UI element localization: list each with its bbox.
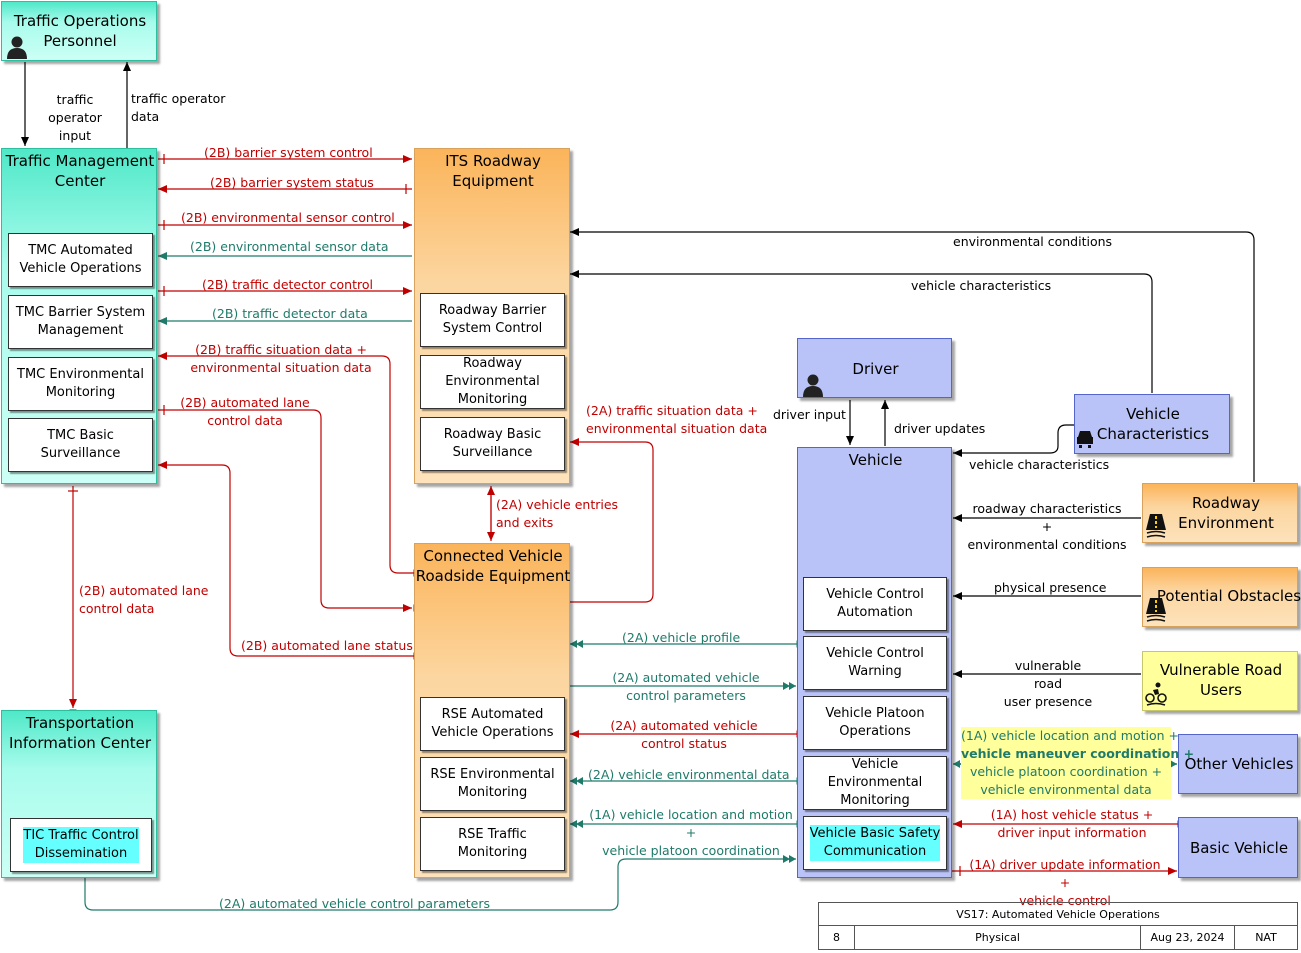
node-title: Transportation Information Center [8,714,152,752]
inner-label: TIC Traffic Control Dissemination [23,827,139,863]
vehicle[interactable]: Vehicle Vehicle Control Automation Vehic… [797,447,952,878]
footer-org: NAT [1234,925,1298,950]
footer-page: 8 [818,925,855,950]
node-title: Traffic Operations Personnel [13,12,147,50]
flow-label: (1A) vehicle location and motion + vehic… [589,807,793,858]
tmc-barrier-system-management[interactable]: TMC Barrier System Management [8,295,153,349]
vehicle-characteristics[interactable]: Vehicle Characteristics [1074,394,1230,454]
flow-label-line: vehicle environmental data [980,782,1152,797]
flow-label: (2A) automated vehicle control parameter… [219,896,490,911]
roadway-environment[interactable]: Roadway Environment [1142,483,1298,543]
flow-label: (2B) environmental sensor control [181,210,395,225]
footer-title: VS17: Automated Vehicle Operations [818,902,1298,926]
flow-label: (1A) driver update information + vehicle… [969,857,1161,908]
flow-label: (2B) traffic detector control [202,277,373,292]
flow-label: (2A) automated vehicle control parameter… [612,670,760,703]
flow-label: (2B) environmental sensor data [190,239,389,254]
flow-label-line: vehicle platoon coordination + [969,764,1163,779]
flow-label: (2B) automated lane control data [180,395,310,428]
flow-label: vulnerable road user presence [1003,658,1093,709]
flow-label: physical presence [994,580,1107,595]
rse-environmental-monitoring[interactable]: RSE Environmental Monitoring [420,757,565,811]
connected-vehicle-roadside-equipment[interactable]: Connected Vehicle Roadside Equipment RSE… [414,543,570,878]
node-title: Traffic Management Center [5,152,155,190]
node-title: Vulnerable Road Users [1159,661,1283,699]
flow-label: (2B) automated lane status [241,638,413,653]
node-title: Basic Vehicle [1189,839,1289,857]
rse-traffic-monitoring[interactable]: RSE Traffic Monitoring [420,817,565,871]
tmc-basic-surveillance[interactable]: TMC Basic Surveillance [8,418,153,472]
vehicle-control-warning[interactable]: Vehicle Control Warning [803,636,947,690]
car-icon [1077,431,1093,448]
node-title: Connected Vehicle Roadside Equipment [415,547,571,585]
flow-label: traffic operator input [48,92,102,143]
flow-label: (2B) automated lane control data [79,583,209,616]
vehicle-platoon-operations[interactable]: Vehicle Platoon Operations [803,696,947,750]
potential-obstacles[interactable]: Potential Obstacles [1142,567,1301,627]
footer-date: Aug 23, 2024 [1140,925,1235,950]
rse-automated-vehicle-operations[interactable]: RSE Automated Vehicle Operations [420,697,565,751]
flow-label: (2A) vehicle entries and exits [496,497,619,530]
road-icon [1146,598,1166,622]
flow-label: (2A) traffic situation data + environmen… [586,403,768,436]
flow-label: driver input [773,407,846,422]
traffic-operations-personnel[interactable]: Traffic Operations Personnel [1,1,157,61]
basic-vehicle[interactable]: Basic Vehicle [1178,817,1298,878]
flow-label: (1A) host vehicle status + driver input … [990,807,1154,840]
node-title: ITS Roadway Equipment [445,152,541,190]
person-icon [803,374,823,397]
node-title: Potential Obstacles [1156,587,1301,605]
flow-label: (2B) traffic situation data + environmen… [190,342,372,375]
roadway-environmental-monitoring[interactable]: Roadway Environmental Monitoring [420,355,565,409]
transportation-information-center[interactable]: Transportation Information Center TIC Tr… [1,710,157,878]
flow-label: traffic operator data [131,91,226,124]
its-roadway-equipment[interactable]: ITS Roadway Equipment Roadway Barrier Sy… [414,148,570,484]
vulnerable-road-users[interactable]: Vulnerable Road Users [1142,651,1298,711]
flow-label-other-vehicles: (1A) vehicle location and motion + vehic… [961,727,1195,799]
flow-label: driver updates [894,421,986,436]
tic-traffic-control-dissemination[interactable]: TIC Traffic Control Dissemination [10,818,152,872]
flow-label-line: vehicle maneuver coordination + [961,746,1195,761]
roadway-barrier-system-control[interactable]: Roadway Barrier System Control [420,293,565,347]
other-vehicles[interactable]: Other Vehicles [1178,734,1298,794]
vehicle-environmental-monitoring[interactable]: Vehicle Environmental Monitoring [803,756,947,810]
flow-label: vehicle characteristics [911,278,1052,293]
footer-view: Physical [854,925,1141,950]
vehicle-basic-safety-communication[interactable]: Vehicle Basic Safety Communication [803,816,947,870]
tmc-environmental-monitoring[interactable]: TMC Environmental Monitoring [8,357,153,411]
cyclist-icon [1145,682,1167,706]
node-title: Vehicle Characteristics [1096,405,1210,443]
flow-label: (2B) barrier system control [204,145,373,160]
driver[interactable]: Driver [797,338,952,398]
road-icon [1146,514,1166,538]
node-title: Other Vehicles [1184,755,1294,773]
flow-label: roadway characteristics + environmental … [967,501,1127,552]
flow-label: vehicle characteristics [969,457,1110,472]
inner-label: Vehicle Basic Safety Communication [809,825,941,861]
flow-label: environmental conditions [953,234,1113,249]
node-title: Roadway Environment [1178,494,1274,532]
flow-label: (2A) vehicle environmental data [588,767,790,782]
roadway-basic-surveillance[interactable]: Roadway Basic Surveillance [420,417,565,471]
vehicle-control-automation[interactable]: Vehicle Control Automation [803,577,947,631]
person-icon [7,36,27,59]
traffic-management-center[interactable]: Traffic Management Center TMC Automated … [1,148,157,484]
flow-label: (2B) barrier system status [210,175,374,190]
flow-label: (2A) automated vehicle control status [610,718,758,751]
flow-label-line: (1A) vehicle location and motion + [961,728,1179,743]
node-title: Driver [852,360,899,378]
flow-label: (2B) traffic detector data [212,306,368,321]
tmc-automated-vehicle-operations[interactable]: TMC Automated Vehicle Operations [8,233,153,287]
flow-label: (2A) vehicle profile [622,630,741,645]
node-title: Vehicle [848,451,903,469]
